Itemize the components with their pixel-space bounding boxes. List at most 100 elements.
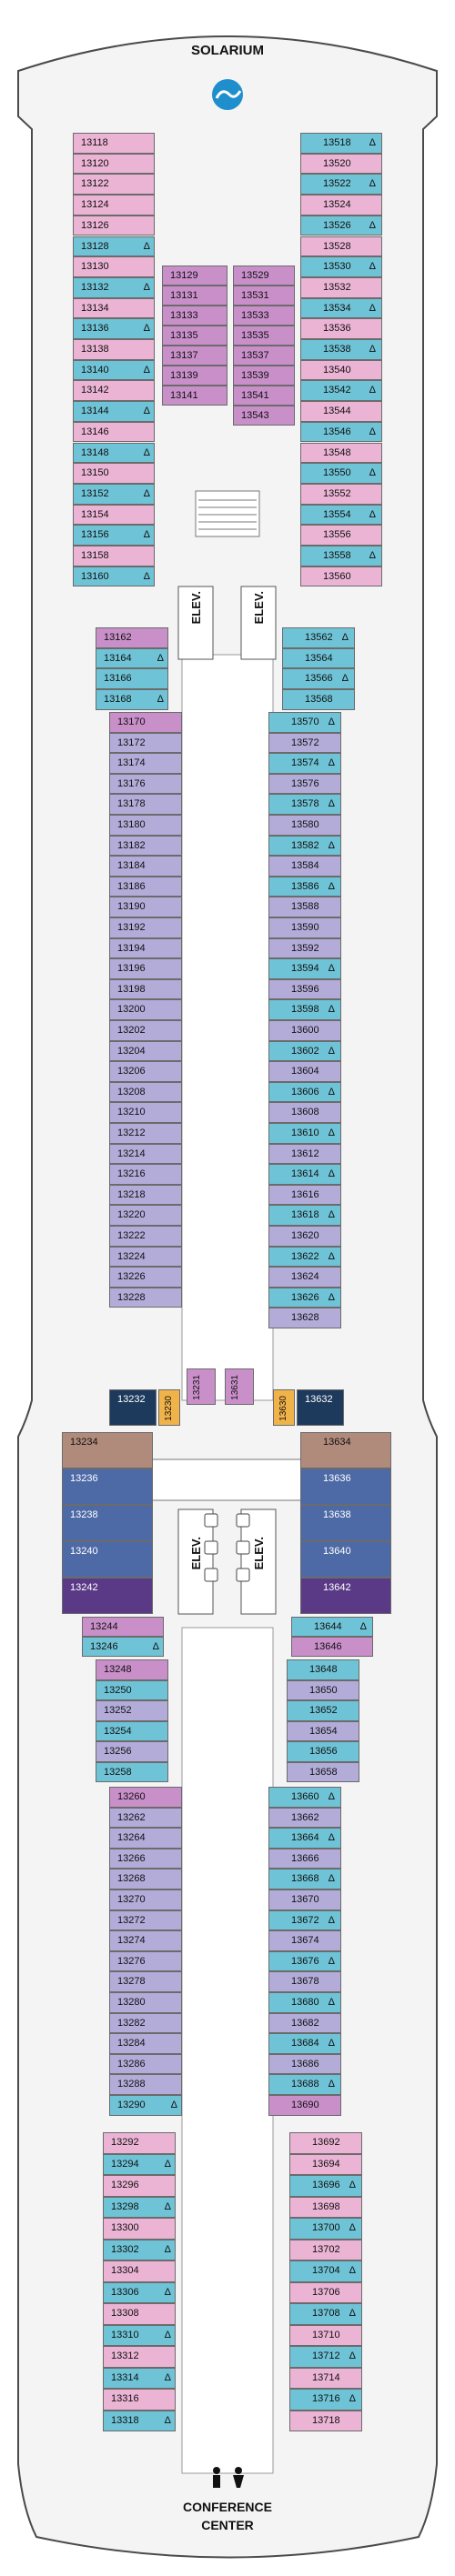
cabin-13520[interactable]: 13520 — [300, 153, 382, 175]
cabin-13234[interactable]: 13234 — [62, 1432, 153, 1468]
cabin-13596[interactable]: 13596 — [268, 978, 341, 1000]
cabin-13172[interactable]: 13172 — [109, 732, 182, 754]
cabin-13650[interactable]: 13650 — [287, 1679, 359, 1700]
cabin-13166[interactable]: 13166 — [96, 668, 168, 690]
cabin-13654[interactable]: 13654 — [287, 1720, 359, 1741]
cabin-13592[interactable]: 13592 — [268, 937, 341, 959]
cabin-13176[interactable]: 13176 — [109, 773, 182, 795]
cabin-13590[interactable]: 13590 — [268, 917, 341, 938]
cabin-13284[interactable]: 13284 — [109, 2033, 182, 2054]
cabin-13529[interactable]: 13529 — [233, 266, 295, 286]
cabin-13652[interactable]: 13652 — [287, 1700, 359, 1721]
cabin-13250[interactable]: 13250 — [96, 1679, 168, 1700]
cabin-13268[interactable]: 13268 — [109, 1869, 182, 1889]
cabin-13316[interactable]: 13316 — [103, 2389, 176, 2411]
cabin-13208[interactable]: 13208 — [109, 1081, 182, 1103]
cabin-13190[interactable]: 13190 — [109, 897, 182, 917]
cabin-13702[interactable]: 13702 — [289, 2239, 362, 2260]
cabin-13706[interactable]: 13706 — [289, 2281, 362, 2303]
cabin-13244[interactable]: 13244 — [82, 1617, 164, 1637]
cabin-13698[interactable]: 13698 — [289, 2196, 362, 2218]
cabin-13192[interactable]: 13192 — [109, 917, 182, 938]
cabin-13282[interactable]: 13282 — [109, 2012, 182, 2034]
cabin-13224[interactable]: 13224 — [109, 1246, 182, 1268]
cabin-13543[interactable]: 13543 — [233, 406, 295, 426]
cabin-13535[interactable]: 13535 — [233, 326, 295, 346]
cabin-13560[interactable]: 13560 — [300, 566, 382, 587]
cabin-13210[interactable]: 13210 — [109, 1102, 182, 1123]
cabin-13232[interactable]: 13232 — [109, 1389, 157, 1426]
cabin-13256[interactable]: 13256 — [96, 1741, 168, 1762]
cabin-13656[interactable]: 13656 — [287, 1741, 359, 1762]
cabin-13196[interactable]: 13196 — [109, 958, 182, 979]
cabin-13182[interactable]: 13182 — [109, 835, 182, 857]
cabin-13600[interactable]: 13600 — [268, 1020, 341, 1041]
cabin-13274[interactable]: 13274 — [109, 1930, 182, 1951]
cabin-13216[interactable]: 13216 — [109, 1164, 182, 1185]
cabin-13142[interactable]: 13142 — [73, 380, 155, 402]
cabin-13258[interactable]: 13258 — [96, 1761, 168, 1782]
cabin-13528[interactable]: 13528 — [300, 236, 382, 257]
cabin-13533[interactable]: 13533 — [233, 306, 295, 326]
cabin-13278[interactable]: 13278 — [109, 1971, 182, 1992]
cabin-13154[interactable]: 13154 — [73, 504, 155, 526]
cabin-13214[interactable]: 13214 — [109, 1143, 182, 1165]
cabin-13242[interactable]: 13242 — [62, 1578, 153, 1614]
cabin-13131[interactable]: 13131 — [162, 286, 228, 306]
cabin-13612[interactable]: 13612 — [268, 1143, 341, 1165]
cabin-13564[interactable]: 13564 — [282, 647, 355, 669]
cabin-13631[interactable]: 13631 — [225, 1368, 254, 1405]
cabin-13264[interactable]: 13264 — [109, 1828, 182, 1849]
cabin-13248[interactable]: 13248 — [96, 1659, 168, 1680]
cabin-13304[interactable]: 13304 — [103, 2260, 176, 2282]
cabin-13634[interactable]: 13634 — [300, 1432, 391, 1468]
cabin-13150[interactable]: 13150 — [73, 463, 155, 484]
cabin-13666[interactable]: 13666 — [268, 1848, 341, 1869]
cabin-13288[interactable]: 13288 — [109, 2074, 182, 2095]
cabin-13186[interactable]: 13186 — [109, 876, 182, 897]
cabin-13296[interactable]: 13296 — [103, 2175, 176, 2197]
cabin-13539[interactable]: 13539 — [233, 366, 295, 386]
cabin-13608[interactable]: 13608 — [268, 1102, 341, 1123]
cabin-13584[interactable]: 13584 — [268, 856, 341, 877]
cabin-13286[interactable]: 13286 — [109, 2053, 182, 2075]
cabin-13662[interactable]: 13662 — [268, 1807, 341, 1829]
cabin-13238[interactable]: 13238 — [62, 1505, 153, 1541]
cabin-13158[interactable]: 13158 — [73, 546, 155, 566]
cabin-13134[interactable]: 13134 — [73, 297, 155, 319]
cabin-13146[interactable]: 13146 — [73, 421, 155, 443]
cabin-13260[interactable]: 13260 — [109, 1787, 182, 1808]
cabin-13180[interactable]: 13180 — [109, 815, 182, 836]
cabin-13630[interactable]: 13630 — [273, 1389, 295, 1426]
cabin-13692[interactable]: 13692 — [289, 2132, 362, 2154]
cabin-13184[interactable]: 13184 — [109, 856, 182, 877]
cabin-13674[interactable]: 13674 — [268, 1930, 341, 1951]
cabin-13218[interactable]: 13218 — [109, 1184, 182, 1206]
cabin-13262[interactable]: 13262 — [109, 1807, 182, 1829]
